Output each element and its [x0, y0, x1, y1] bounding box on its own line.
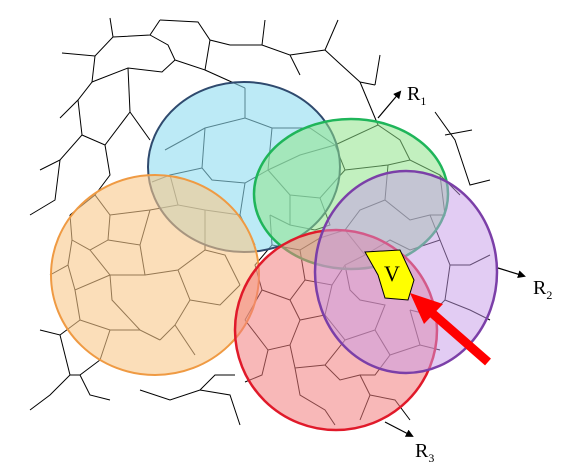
- region-label-r3: R3: [415, 440, 434, 465]
- r2-arrow: [497, 267, 526, 279]
- target-cell: [364, 249, 415, 301]
- target-cell-label: V: [384, 261, 400, 286]
- region-circles: [50, 81, 499, 432]
- direction-arrows: [377, 90, 526, 437]
- region-label-r1: R1: [407, 83, 426, 108]
- pointer-arrow: [410, 293, 491, 366]
- r1-arrow: [377, 90, 402, 119]
- orange-region-circle: [50, 174, 260, 376]
- r3-arrow: [384, 421, 414, 437]
- region-label-r2: R2: [533, 277, 552, 302]
